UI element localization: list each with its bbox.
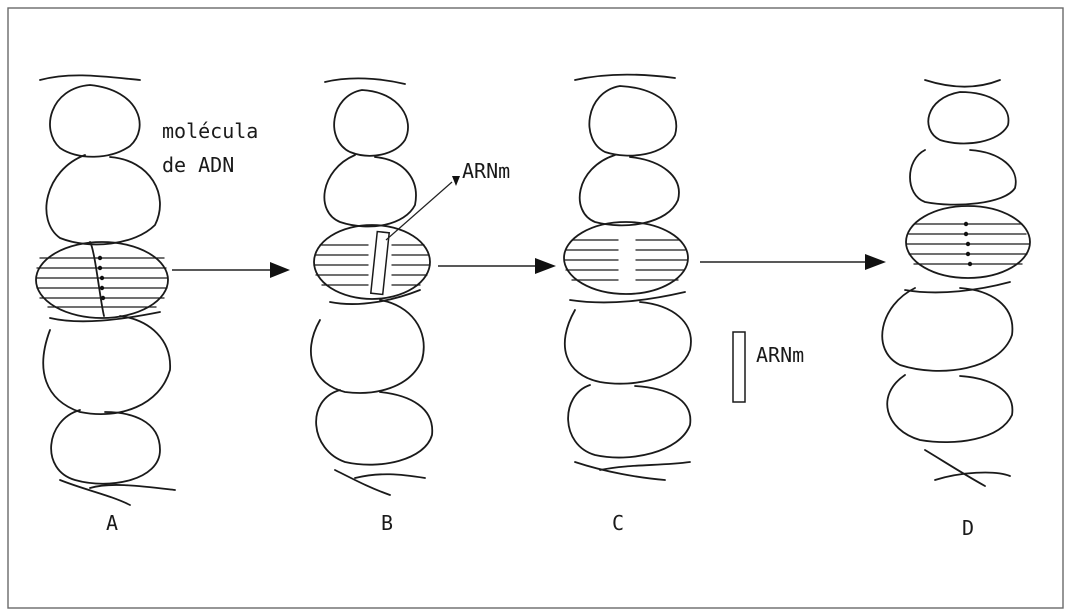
figure-frame xyxy=(8,8,1063,608)
stage-label-b: B xyxy=(381,511,393,535)
stage-label-c: C xyxy=(612,511,624,535)
mrna-pointer-b xyxy=(386,176,460,240)
transcription-bubble-c xyxy=(564,222,688,294)
arrow-a-to-b xyxy=(172,262,290,278)
mrna-strand-b xyxy=(371,232,389,295)
arrow-c-to-d xyxy=(700,254,886,270)
stage-label-d: D xyxy=(962,516,974,540)
stage-label-a: A xyxy=(106,511,118,535)
dna-molecule-label-line1: molécula xyxy=(162,119,258,143)
mrna-free-strand xyxy=(733,332,745,402)
dna-molecule-a xyxy=(40,75,175,505)
mrna-free-label: ARNm xyxy=(756,343,804,367)
transcription-bubble-a xyxy=(36,242,168,318)
arrow-b-to-c xyxy=(438,258,556,274)
dna-molecule-c xyxy=(565,75,691,481)
dna-molecule-d xyxy=(882,80,1016,486)
mrna-label-b: ARNm xyxy=(462,159,510,183)
dna-molecule-label-line2: de ADN xyxy=(162,153,234,177)
transcription-bubble-d xyxy=(906,206,1030,278)
